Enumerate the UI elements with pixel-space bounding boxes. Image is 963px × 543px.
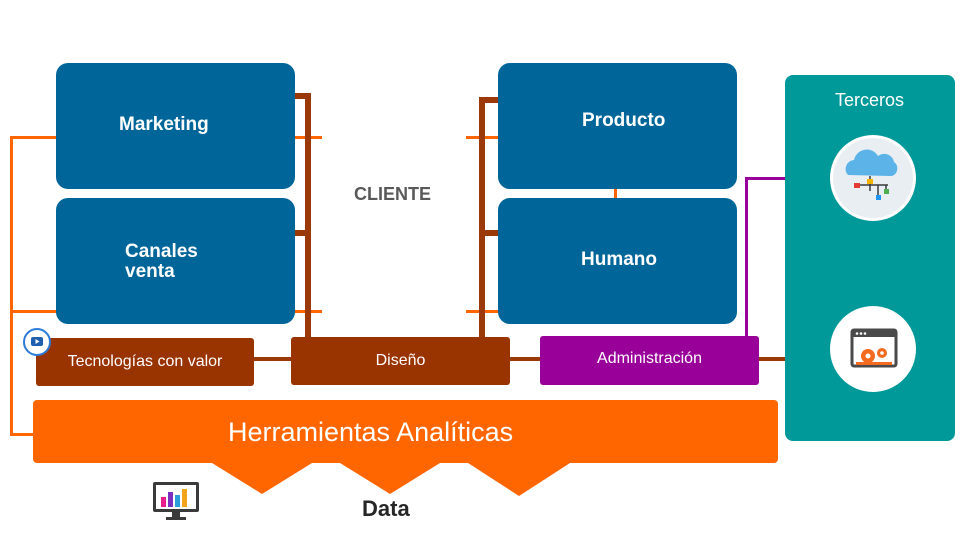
monitor-chart-icon <box>152 481 200 521</box>
humano-box: Humano <box>498 198 737 324</box>
brown-bracket-left-top <box>294 93 311 99</box>
terceros-title: Terceros <box>835 90 905 110</box>
orange-left-vertical-line <box>10 137 13 435</box>
tecnologias-bar: Tecnologías con valor <box>36 338 254 386</box>
orange-line-bottom <box>10 433 36 436</box>
brown-bracket-right-vertical <box>479 97 485 338</box>
orange-line-marketing <box>10 136 58 139</box>
orange-line-canales <box>10 310 58 313</box>
purple-line-vertical <box>745 178 748 338</box>
herramientas-bar: Herramientas Analíticas <box>33 400 778 463</box>
arrow-down-1 <box>212 463 312 494</box>
marketing-label: Marketing <box>119 114 209 135</box>
cloud-network-circle <box>830 135 916 221</box>
herramientas-label: Herramientas Analíticas <box>228 417 514 447</box>
brown-bracket-left-vertical <box>305 93 311 338</box>
humano-label: Humano <box>581 249 657 270</box>
arrow-down-2 <box>340 463 440 494</box>
administracion-bar: Administración <box>540 336 759 385</box>
tecnologias-label: Tecnologías con valor <box>67 353 223 370</box>
canales-label-line1: Canales <box>125 241 198 262</box>
cloud-network-icon <box>833 138 913 218</box>
data-label: Data <box>362 496 410 521</box>
brown-bracket-right-top <box>479 97 501 103</box>
brown-bracket-right-mid <box>479 230 501 236</box>
diseno-label: Diseño <box>375 352 426 369</box>
producto-label: Producto <box>582 110 666 131</box>
canales-label-line2: venta <box>125 261 175 282</box>
browser-gear-circle <box>830 306 916 392</box>
arrow-down-3 <box>468 463 570 496</box>
producto-box: Producto <box>498 63 737 189</box>
marketing-box: Marketing <box>56 63 295 189</box>
play-icon[interactable] <box>23 328 51 356</box>
orange-line-producto-humano <box>614 186 617 200</box>
diseno-bar: Diseño <box>291 337 510 385</box>
browser-gear-icon <box>850 328 898 368</box>
brown-bracket-left-mid <box>294 230 311 236</box>
cliente-label: CLIENTE <box>354 184 432 204</box>
administracion-label: Administración <box>597 349 702 367</box>
canales-venta-box: Canales venta <box>56 198 295 324</box>
